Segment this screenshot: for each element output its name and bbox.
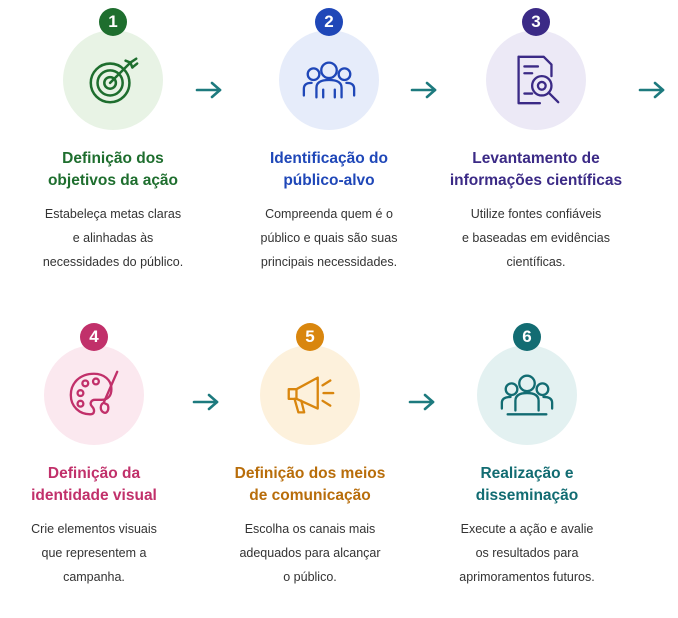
step-title-line: informações científicas (449, 172, 623, 189)
step-description: Compreenda quem é o público e quais são … (229, 202, 429, 274)
step-title-line: identidade visual (31, 487, 157, 504)
palette-brush-icon (69, 370, 119, 416)
megaphone-icon (287, 376, 335, 414)
step-description: Utilize fontes confiáveis e baseadas em … (436, 202, 636, 274)
step-desc-line: os resultados para (475, 546, 579, 560)
step-number-badge: 6 (513, 323, 541, 351)
step-icon-circle (260, 345, 360, 445)
step-title: Definição dos meios de comunicação (210, 463, 410, 507)
step-desc-line: público e quais são suas (260, 231, 398, 245)
step-title-line: Definição dos meios (234, 465, 386, 482)
step-desc-line: Crie elementos visuais (31, 522, 157, 536)
step-number-badge: 1 (99, 8, 127, 36)
step-title-line: Identificação do (270, 150, 388, 167)
step-title: Identificação do público-alvo (229, 148, 429, 192)
step-title-line: público-alvo (283, 172, 375, 189)
step-icon-circle (477, 345, 577, 445)
step-desc-line: Compreenda quem é o (265, 207, 393, 221)
step-desc-line: o público. (283, 570, 337, 584)
step-icon-circle (63, 30, 163, 130)
step-description: Estabeleça metas claras e alinhadas às n… (13, 202, 213, 274)
step-number-badge: 3 (522, 8, 550, 36)
step-desc-line: e baseadas em evidências (461, 231, 610, 245)
step-desc-line: adequados para alcançar (239, 546, 381, 560)
arrow-right-icon (192, 392, 220, 412)
step-title: Definição dos objetivos da ação (13, 148, 213, 192)
step-title: Levantamento de informações científicas (436, 148, 636, 192)
step-desc-line: que representem a (41, 546, 147, 560)
document-search-icon (517, 55, 560, 105)
step-title-line: objetivos da ação (47, 172, 179, 189)
step-desc-line: necessidades do público. (42, 255, 184, 269)
step-title-line: Definição dos (62, 150, 164, 167)
step-description: Crie elementos visuais que representem a… (0, 517, 194, 589)
step-description: Execute a ação e avalie os resultados pa… (427, 517, 627, 589)
step-title-line: Levantamento de (472, 150, 600, 167)
arrow-right-icon (408, 392, 436, 412)
step-desc-line: Execute a ação e avalie (460, 522, 594, 536)
arrow-right-icon (638, 80, 666, 100)
step-title: Realização e disseminação (427, 463, 627, 507)
step-number-badge: 4 (80, 323, 108, 351)
step-icon-circle (486, 30, 586, 130)
target-icon (89, 57, 139, 104)
step-desc-line: campanha. (63, 570, 125, 584)
arrow-right-icon (195, 80, 223, 100)
step-desc-line: aprimoramentos futuros. (459, 570, 595, 584)
step-number-badge: 5 (296, 323, 324, 351)
audience-group-icon (302, 61, 356, 99)
people-group-icon (500, 374, 554, 416)
step-title: Definição da identidade visual (0, 463, 194, 507)
step-description: Escolha os canais mais adequados para al… (210, 517, 410, 589)
step-desc-line: científicas. (506, 255, 566, 269)
step-desc-line: Estabeleça metas claras (44, 207, 182, 221)
step-title-line: Realização e (480, 465, 574, 482)
step-title-line: Definição da (47, 465, 141, 482)
step-icon-circle (44, 345, 144, 445)
step-desc-line: principais necessidades. (260, 255, 398, 269)
step-number-badge: 2 (315, 8, 343, 36)
step-desc-line: Escolha os canais mais (244, 522, 376, 536)
arrow-right-icon (410, 80, 438, 100)
step-desc-line: Utilize fontes confiáveis (470, 207, 602, 221)
step-title-line: de comunicação (249, 487, 371, 504)
step-title-line: disseminação (475, 487, 579, 504)
step-icon-circle (279, 30, 379, 130)
step-desc-line: e alinhadas às (72, 231, 154, 245)
